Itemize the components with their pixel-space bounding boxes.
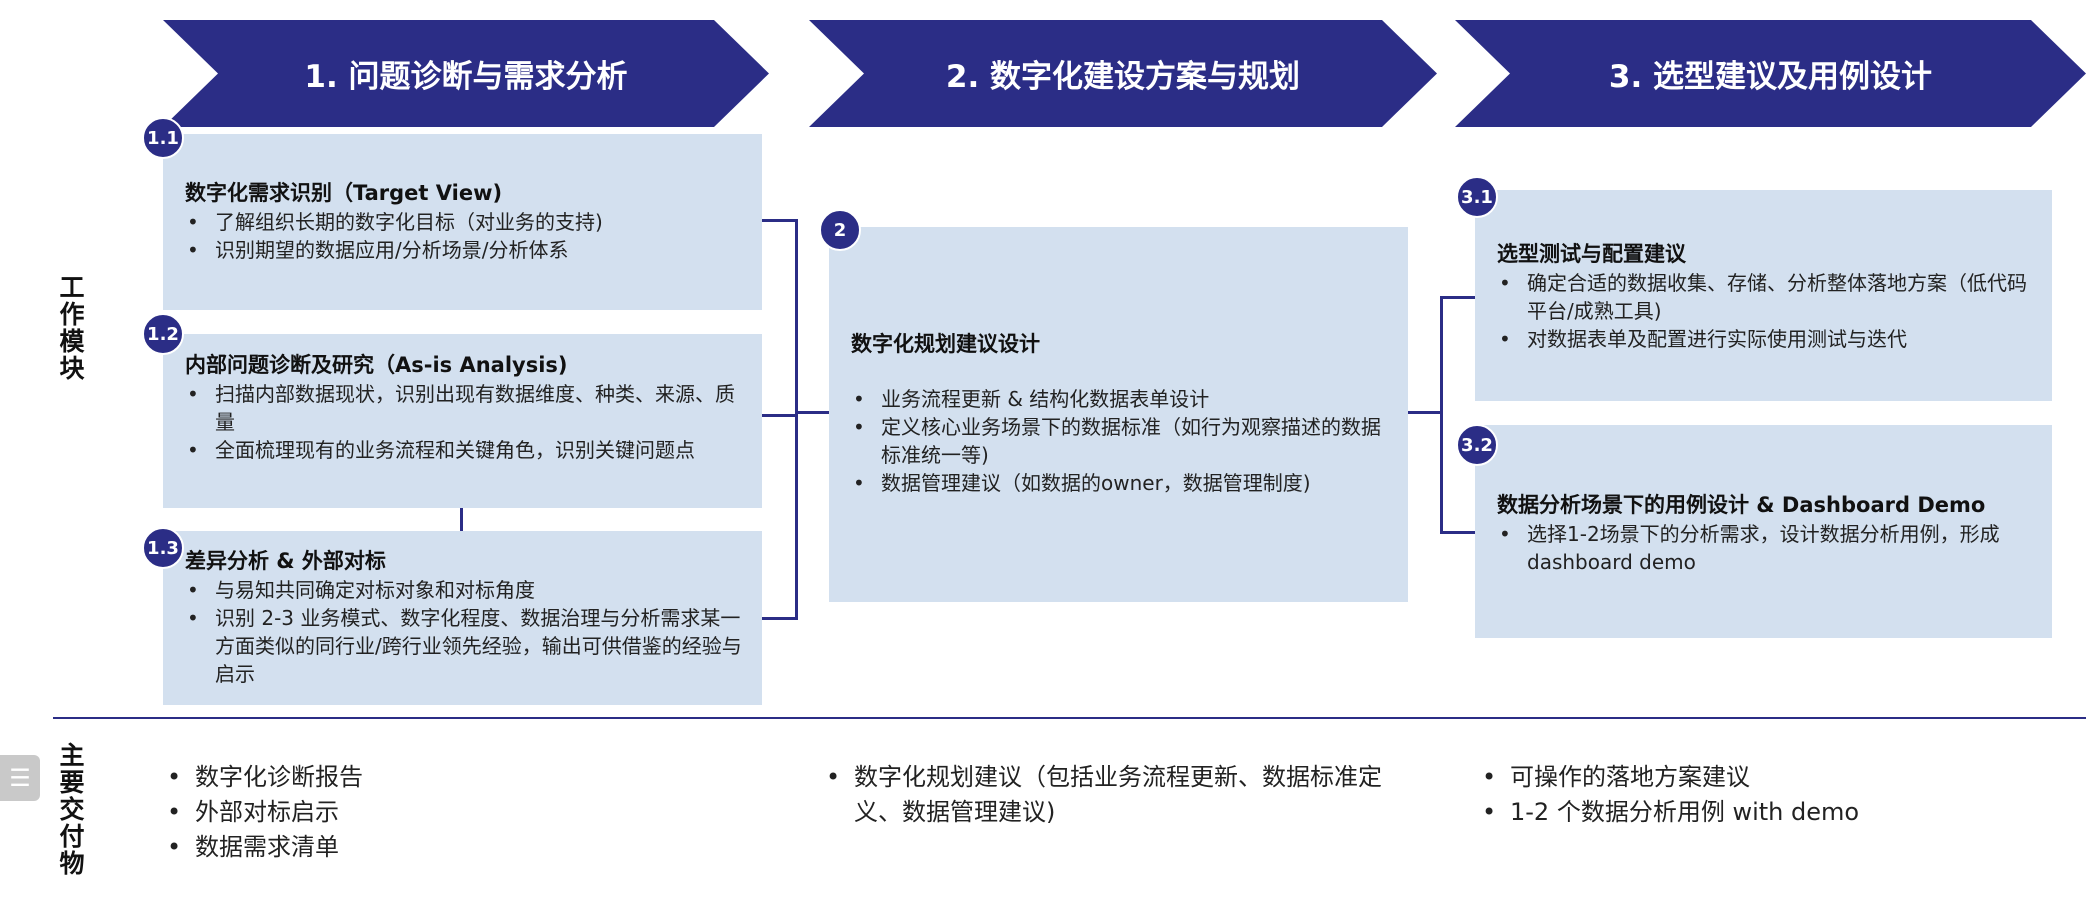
bullet: 全面梳理现有的业务流程和关键角色，识别关键问题点: [185, 436, 744, 464]
connector: [762, 219, 796, 222]
module-badge-2: 2: [819, 209, 861, 251]
bullet: 了解组织长期的数字化目标（对业务的支持): [185, 208, 744, 236]
bullet: 对数据表单及配置进行实际使用测试与迭代: [1497, 325, 2034, 353]
bullet: 扫描内部数据现状，识别出现有数据维度、种类、来源、质量: [185, 380, 744, 436]
phase-2-chevron: 2. 数字化建设方案与规划: [809, 20, 1437, 127]
connector: [762, 617, 796, 620]
module-title: 选型测试与配置建议: [1497, 242, 1686, 266]
connector: [460, 508, 463, 531]
bullet: 确定合适的数据收集、存储、分析整体落地方案（低代码平台/成熟工具): [1497, 269, 2034, 325]
bullet: 识别期望的数据应用/分析场景/分析体系: [185, 236, 744, 264]
deliverable-item: 数字化诊断报告: [163, 760, 763, 795]
bullet: 定义核心业务场景下的数据标准（如行为观察描述的数据标准统一等): [851, 413, 1390, 469]
phase-3-label: 3. 选型建议及用例设计: [1608, 59, 1933, 95]
module-3-2-card: 数据分析场景下的用例设计 & Dashboard Demo 选择1-2场景下的分…: [1475, 425, 2052, 638]
module-title: 数据分析场景下的用例设计 & Dashboard Demo: [1497, 493, 1986, 517]
connector: [1408, 411, 1442, 414]
module-title: 数字化需求识别（Target View): [185, 181, 503, 205]
module-badge-1-1: 1.1: [142, 117, 184, 159]
deliverable-item: 可操作的落地方案建议: [1478, 760, 2078, 795]
deliverable-item: 数据需求清单: [163, 830, 763, 865]
module-1-3-card: 差异分析 & 外部对标 与易知共同确定对标对象和对标角度识别 2-3 业务模式、…: [163, 531, 762, 705]
section-divider: [53, 717, 2086, 719]
deliverables-phase-1: 数字化诊断报告 外部对标启示 数据需求清单: [163, 760, 763, 865]
connector: [762, 414, 796, 417]
deliverable-item: 外部对标启示: [163, 795, 763, 830]
module-1-1-card: 数字化需求识别（Target View) 了解组织长期的数字化目标（对业务的支持…: [163, 134, 762, 310]
connector: [795, 411, 829, 414]
module-badge-1-3: 1.3: [142, 527, 184, 569]
phase-3-chevron: 3. 选型建议及用例设计: [1455, 20, 2086, 127]
connector: [1440, 296, 1443, 534]
bullet: 业务流程更新 & 结构化数据表单设计: [851, 385, 1390, 413]
module-title: 数字化规划建议设计: [851, 332, 1040, 356]
module-badge-3-1: 3.1: [1456, 176, 1498, 218]
deliverables-label: 主要交付物: [56, 742, 85, 877]
module-3-1-card: 选型测试与配置建议 确定合适的数据收集、存储、分析整体落地方案（低代码平台/成熟…: [1475, 190, 2052, 401]
module-2-card: 数字化规划建议设计 业务流程更新 & 结构化数据表单设计定义核心业务场景下的数据…: [829, 227, 1408, 602]
module-title: 内部问题诊断及研究（As-is Analysis): [185, 353, 568, 377]
phase-1-chevron: 1. 问题诊断与需求分析: [163, 20, 769, 127]
connector: [1440, 531, 1475, 534]
module-badge-3-2: 3.2: [1456, 424, 1498, 466]
bullet: 与易知共同确定对标对象和对标角度: [185, 576, 744, 604]
work-modules-label: 工作模块: [56, 274, 85, 382]
connector: [795, 219, 798, 620]
phase-1-label: 1. 问题诊断与需求分析: [304, 59, 628, 95]
bullet: 数据管理建议（如数据的owner，数据管理制度): [851, 469, 1390, 497]
connector: [1440, 296, 1475, 299]
list-menu-button[interactable]: ☰: [0, 755, 40, 801]
module-title: 差异分析 & 外部对标: [185, 549, 386, 573]
deliverables-phase-3: 可操作的落地方案建议 1-2 个数据分析用例 with demo: [1478, 760, 2078, 830]
deliverable-item: 1-2 个数据分析用例 with demo: [1478, 795, 2078, 830]
deliverables-phase-2: 数字化规划建议（包括业务流程更新、数据标准定义、数据管理建议): [822, 760, 1412, 830]
module-badge-1-2: 1.2: [142, 313, 184, 355]
module-1-2-card: 内部问题诊断及研究（As-is Analysis) 扫描内部数据现状，识别出现有…: [163, 334, 762, 508]
bullet: 识别 2-3 业务模式、数字化程度、数据治理与分析需求某一方面类似的同行业/跨行…: [185, 604, 744, 688]
list-icon: ☰: [9, 764, 31, 792]
phase-2-label: 2. 数字化建设方案与规划: [945, 59, 1301, 95]
deliverable-item: 数字化规划建议（包括业务流程更新、数据标准定义、数据管理建议): [822, 760, 1412, 830]
bullet: 选择1-2场景下的分析需求，设计数据分析用例，形成dashboard demo: [1497, 520, 2034, 576]
